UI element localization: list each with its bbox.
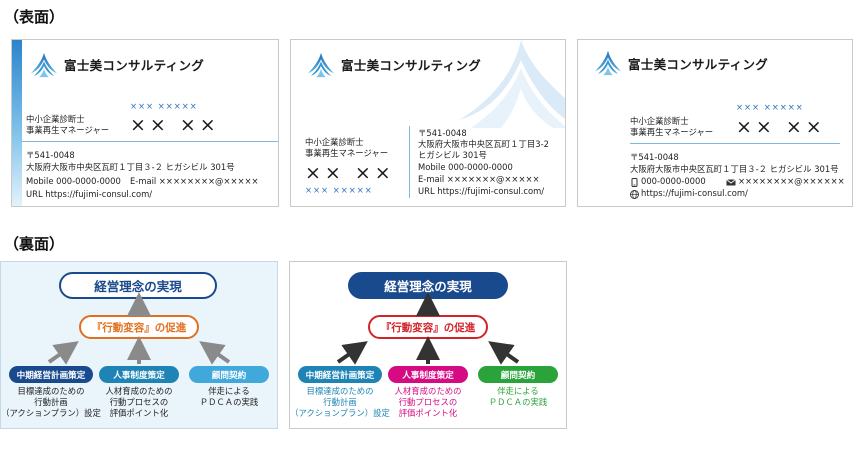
postal-code: 〒541-0048: [26, 150, 75, 160]
back-card-1: 経営理念の実現 『行動変容』の促進 中期経営計画策定 人事制度策定 顧問契約 目…: [0, 261, 278, 429]
item-desc-2: 人材育成のための 行動プロセスの 評価ポイント化: [394, 386, 462, 419]
postal-code: 〒541-0048: [630, 152, 679, 162]
item-desc-3: 伴走による ＰＤＣＡの実践: [199, 386, 259, 408]
person-name: ×× ××: [130, 114, 220, 136]
url: https://fujimi-consul.com/: [641, 188, 748, 198]
item-label-1: 中期経営計画策定: [9, 366, 93, 383]
email: ××××××××@××××××: [738, 176, 845, 186]
company-logo-icon: [30, 52, 58, 78]
title-1: 中小企業診断士: [630, 116, 689, 126]
phone: 000-0000-0000: [641, 176, 706, 186]
person-name: ×× ××: [305, 162, 395, 184]
item-desc-2: 人材育成のための 行動プロセスの 評価ポイント化: [105, 386, 173, 419]
divider: [22, 141, 278, 142]
mobile: Mobile 000-0000-0000: [418, 162, 513, 172]
arrows-icon: [47, 292, 231, 365]
url: URL https://fujimi-consul.com/: [26, 189, 153, 199]
item-label-2: 人事制度策定: [99, 366, 179, 383]
promotion-box: 『行動変容』の促進: [368, 315, 488, 339]
company-name: 富士美コンサルティング: [341, 58, 482, 73]
item-label-3: 顧問契約: [189, 366, 269, 383]
back-card-2: 経営理念の実現 『行動変容』の促進 中期経営計画策定 人事制度策定 顧問契約 目…: [289, 261, 567, 429]
postal-code: 〒541-0048: [418, 128, 467, 138]
title-2: 事業再生マネージャー: [26, 125, 110, 135]
title-1: 中小企業診断士: [305, 137, 364, 147]
item-desc-1: 目標達成のための 行動計画 （アクションプラン）設定: [1, 386, 101, 419]
mail-icon: [726, 179, 736, 186]
arrows-icon: [336, 292, 520, 365]
divider: [630, 143, 840, 144]
person-name: ×× ××: [736, 116, 826, 138]
front-card-1: 富士美コンサルティング ××× ××××× 中小企業診断士 事業再生マネージャー…: [11, 39, 279, 207]
company-logo-icon: [594, 50, 622, 76]
address: 大阪府大阪市中央区瓦町１丁目３-２ ヒガシビル 301号: [26, 162, 235, 172]
email: E-mail ×××××××@×××××: [418, 174, 540, 184]
name-kana: ××× ×××××: [130, 101, 198, 111]
email: E-mail ××××××××@×××××: [130, 176, 259, 186]
item-label-3: 顧問契約: [478, 366, 558, 383]
mobile: Mobile 000-0000-0000: [26, 176, 121, 186]
back-section-label: （裏面）: [4, 235, 65, 253]
address: 大阪府大阪市中央区瓦町１丁目３-２ ヒガシビル 301号: [630, 164, 839, 174]
address-line-1: 大阪府大阪市中央区瓦町１丁目3-2: [418, 139, 549, 149]
front-card-2: 富士美コンサルティング 中小企業診断士 事業再生マネージャー ×× ×× ×××…: [290, 39, 566, 207]
card-side-bar: [12, 40, 22, 206]
name-kana: ××× ×××××: [305, 185, 373, 195]
address-line-2: ヒガシビル 301号: [418, 150, 487, 160]
title-1: 中小企業診断士: [26, 114, 85, 124]
divider: [409, 126, 410, 198]
url: URL https://fujimi-consul.com/: [418, 186, 545, 196]
title-2: 事業再生マネージャー: [305, 148, 389, 158]
item-desc-3: 伴走による ＰＤＣＡの実践: [488, 386, 548, 408]
globe-icon: [630, 190, 639, 199]
item-label-1: 中期経営計画策定: [298, 366, 382, 383]
title-2: 事業再生マネージャー: [630, 127, 714, 137]
phone-icon: [631, 178, 638, 187]
name-kana: ××× ×××××: [736, 102, 804, 112]
item-desc-1: 目標達成のための 行動計画 （アクションプラン）設定: [290, 386, 390, 419]
front-section-label: （表面）: [4, 8, 65, 26]
company-logo-icon: [307, 52, 335, 78]
front-card-3: 富士美コンサルティング ××× ××××× 中小企業診断士 事業再生マネージャー…: [577, 39, 853, 207]
logo-watermark-icon: [459, 40, 565, 128]
item-label-2: 人事制度策定: [388, 366, 468, 383]
company-name: 富士美コンサルティング: [64, 58, 205, 73]
company-name: 富士美コンサルティング: [628, 57, 769, 72]
